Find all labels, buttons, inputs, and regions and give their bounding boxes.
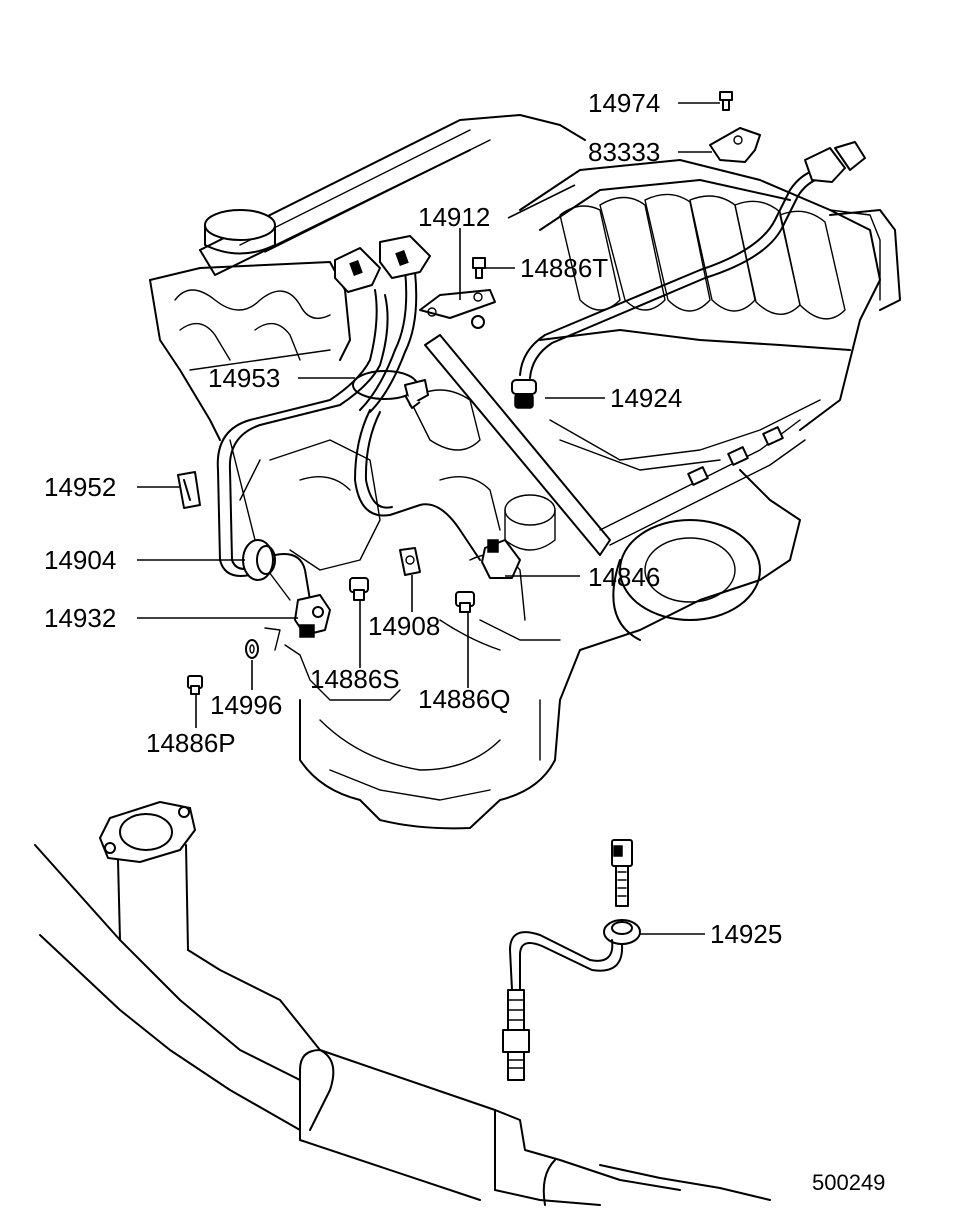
bolt-14974 [719,91,733,111]
bolt-14886q [455,591,475,613]
callout-14953: 14953 [208,363,280,393]
washer-14996 [245,639,259,659]
callout-14924: 14924 [610,383,682,413]
callout-14952: 14952 [44,472,116,502]
diagram-code: 500249 [812,1170,885,1195]
bracket-83333 [709,127,761,163]
callout-14904: 14904 [44,545,116,575]
callout-14908: 14908 [368,611,440,641]
exhaust-pipe [34,801,771,1206]
callout-83333: 83333 [588,137,660,167]
clip-14908 [399,547,421,576]
callout-14925: 14925 [710,919,782,949]
clamp-14953 [352,370,429,409]
bolt-14886s [349,577,369,601]
callout-14846: 14846 [588,562,660,592]
wiring-harness [216,169,821,601]
leader-lines [137,102,720,935]
callout-14974: 14974 [588,88,660,118]
bolt-14886p [187,675,203,695]
callout-14886q: 14886Q [418,684,511,714]
o2-sensor-14925 [502,839,641,1081]
callout-14932: 14932 [44,603,116,633]
sensor-14924 [511,379,537,409]
callout-labels: 14974 83333 14912 14886T 14953 14924 149… [44,88,782,949]
bracket-14912 [419,289,496,329]
callout-14886p: 14886P [146,728,236,758]
callout-14912: 14912 [418,202,490,232]
engine-assembly [149,114,901,830]
harness-connectors [334,141,866,293]
sensor-14846 [481,539,521,579]
callout-14886t: 14886T [520,253,608,283]
callout-14996: 14996 [210,690,282,720]
clip-14952 [177,471,201,509]
bolt-14886t [472,257,486,279]
sensor-14932 [294,594,331,638]
callout-14886s: 14886S [310,664,400,694]
